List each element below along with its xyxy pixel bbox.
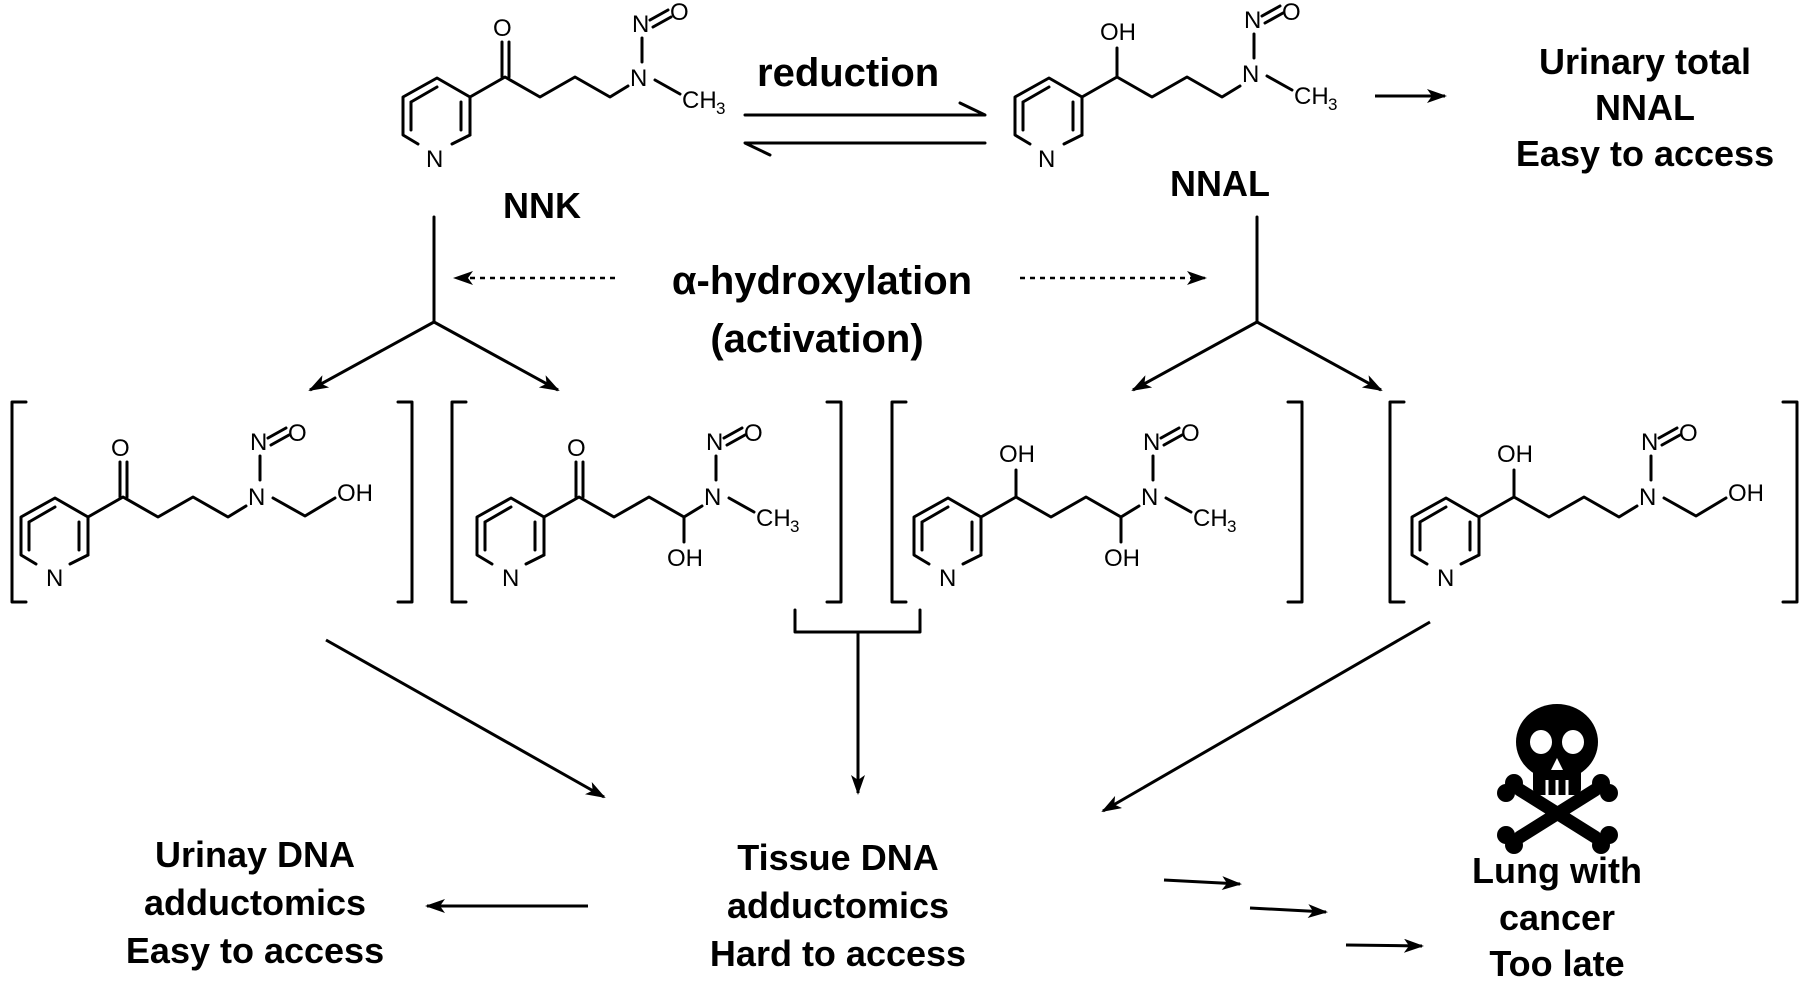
atom-label: OH <box>337 480 373 507</box>
tissue-dna-line3: Hard to access <box>710 933 966 974</box>
atom-label: N <box>939 565 956 592</box>
progression-arrow-1 <box>1163 876 1242 891</box>
atom-label: N <box>250 429 267 456</box>
progression-arrow-2 <box>1249 904 1328 919</box>
atom-label: N <box>426 146 443 173</box>
atom-label: O <box>1282 0 1301 26</box>
atom-label: OH <box>667 545 703 572</box>
atom-label: OH <box>1728 480 1764 507</box>
atom-label: N <box>1141 484 1158 511</box>
atom-label: N <box>1244 7 1261 34</box>
atom-label: 3 <box>1227 517 1236 536</box>
nnal-branch-right-arrow <box>1256 320 1383 392</box>
atom-label: O <box>670 0 689 26</box>
left-to-tissue-arrow <box>325 638 606 799</box>
urinary-dna-line2: adductomics <box>144 882 366 923</box>
skull-crossbones-icon <box>1497 704 1618 854</box>
lung-line3: Too late <box>1489 943 1624 981</box>
lung-line1: Lung with <box>1472 850 1642 891</box>
atom-label: O <box>288 420 307 447</box>
atom-label: CH <box>756 505 791 532</box>
brackets <box>10 400 1799 604</box>
atom-label: O <box>1181 420 1200 447</box>
atom-label: N <box>632 11 649 38</box>
atom-label: N <box>46 565 63 592</box>
progression-arrow-3 <box>1345 938 1424 953</box>
atom-label: O <box>744 420 763 447</box>
intermediate-3-structure: N OH OH N N O CH 3 <box>912 420 1236 592</box>
reduction-label: reduction <box>757 51 939 95</box>
urinary-nnal-line2: NNAL <box>1595 87 1695 128</box>
reduction-reverse-arrow <box>743 141 987 157</box>
atom-label: OH <box>1100 19 1136 46</box>
reduction-forward-arrow <box>743 101 987 117</box>
atom-label: OH <box>1104 545 1140 572</box>
atom-label: N <box>706 429 723 456</box>
nnk-branch-right-arrow <box>433 320 560 392</box>
tissue-dna-line1: Tissue DNA <box>737 837 938 878</box>
atom-label: CH <box>1294 83 1329 110</box>
atom-label: N <box>1038 146 1055 173</box>
atom-label: N <box>1242 61 1259 88</box>
intermediate-2-structure: N O OH N N O CH 3 <box>475 420 799 592</box>
urinary-nnal-line1: Urinary total <box>1539 41 1751 82</box>
atom-label: 3 <box>716 99 725 118</box>
urinary-nnal-line3: Easy to access <box>1516 133 1774 174</box>
atom-label: N <box>1437 565 1454 592</box>
atom-label: CH <box>1193 505 1228 532</box>
activation-label: (activation) <box>710 317 923 361</box>
atom-label: N <box>704 484 721 511</box>
nnal-label: NNAL <box>1170 163 1270 204</box>
nnal-branch-left-arrow <box>1131 320 1258 392</box>
atom-label: OH <box>999 441 1035 468</box>
intermediate-4-structure: N OH N N O OH <box>1410 420 1764 592</box>
atom-label: 3 <box>1328 95 1337 114</box>
atom-label: 3 <box>790 517 799 536</box>
atom-label: N <box>1143 429 1160 456</box>
atom-label: OH <box>1497 441 1533 468</box>
right-to-tissue-arrow <box>1101 620 1431 813</box>
atom-label: O <box>567 435 586 462</box>
intermediate-1-structure: N O N N O OH <box>19 420 373 592</box>
atom-label: N <box>1639 484 1656 511</box>
atom-label: N <box>248 484 265 511</box>
atom-label: N <box>502 565 519 592</box>
atom-label: O <box>493 15 512 42</box>
alpha-hydroxylation-label: α-hydroxylation <box>672 259 972 303</box>
urinary-dna-line1: Urinay DNA <box>155 834 355 875</box>
nnk-label: NNK <box>503 185 581 226</box>
atom-label: N <box>1641 429 1658 456</box>
nnk-branch-left-arrow <box>308 320 435 392</box>
nnk-structure: N O N N O CH 3 <box>401 0 725 173</box>
tissue-dna-line2: adductomics <box>727 885 949 926</box>
atom-label: CH <box>682 87 717 114</box>
nnal-structure: N OH N N O CH 3 <box>1013 0 1337 173</box>
urinary-dna-line3: Easy to access <box>126 930 384 971</box>
atom-label: O <box>111 435 130 462</box>
atom-label: N <box>630 65 647 92</box>
lung-line2: cancer <box>1499 897 1615 938</box>
merge-connector <box>793 608 922 634</box>
atom-label: O <box>1679 420 1698 447</box>
